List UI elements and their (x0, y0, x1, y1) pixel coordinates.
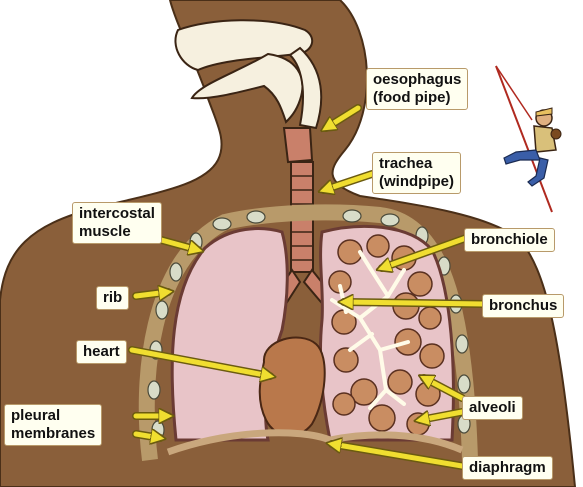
label-trachea: trachea (windpipe) (372, 152, 461, 194)
label-alveoli-text: alveoli (469, 399, 516, 417)
label-rib-text: rib (103, 289, 122, 307)
label-intercostal-muscle: intercostal muscle (72, 202, 162, 244)
label-heart-text: heart (83, 343, 120, 361)
label-trachea-line2: (windpipe) (379, 173, 454, 191)
label-trachea-line1: trachea (379, 155, 454, 173)
label-intercostal-line2: muscle (79, 223, 155, 241)
label-pleural-membranes: pleural membranes (4, 404, 102, 446)
label-oesophagus: oesophagus (food pipe) (366, 68, 468, 110)
label-alveoli: alveoli (462, 396, 523, 420)
larynx (284, 128, 312, 162)
label-heart: heart (76, 340, 127, 364)
label-bronchus-text: bronchus (489, 297, 557, 315)
label-intercostal-line1: intercostal (79, 205, 155, 223)
label-bronchus: bronchus (482, 294, 564, 318)
label-rib: rib (96, 286, 129, 310)
label-oesophagus-line1: oesophagus (373, 71, 461, 89)
label-bronchiole: bronchiole (464, 228, 555, 252)
arrow-pleural-2 (136, 434, 160, 438)
label-pleural-line2: membranes (11, 425, 95, 443)
label-bronchiole-text: bronchiole (471, 231, 548, 249)
arrow-rib (136, 292, 168, 296)
climber-icon (496, 66, 561, 212)
label-diaphragm: diaphragm (462, 456, 553, 480)
label-oesophagus-line2: (food pipe) (373, 89, 461, 107)
label-pleural-line1: pleural (11, 407, 95, 425)
arrow-bronchus (344, 302, 484, 304)
label-diaphragm-text: diaphragm (469, 459, 546, 477)
